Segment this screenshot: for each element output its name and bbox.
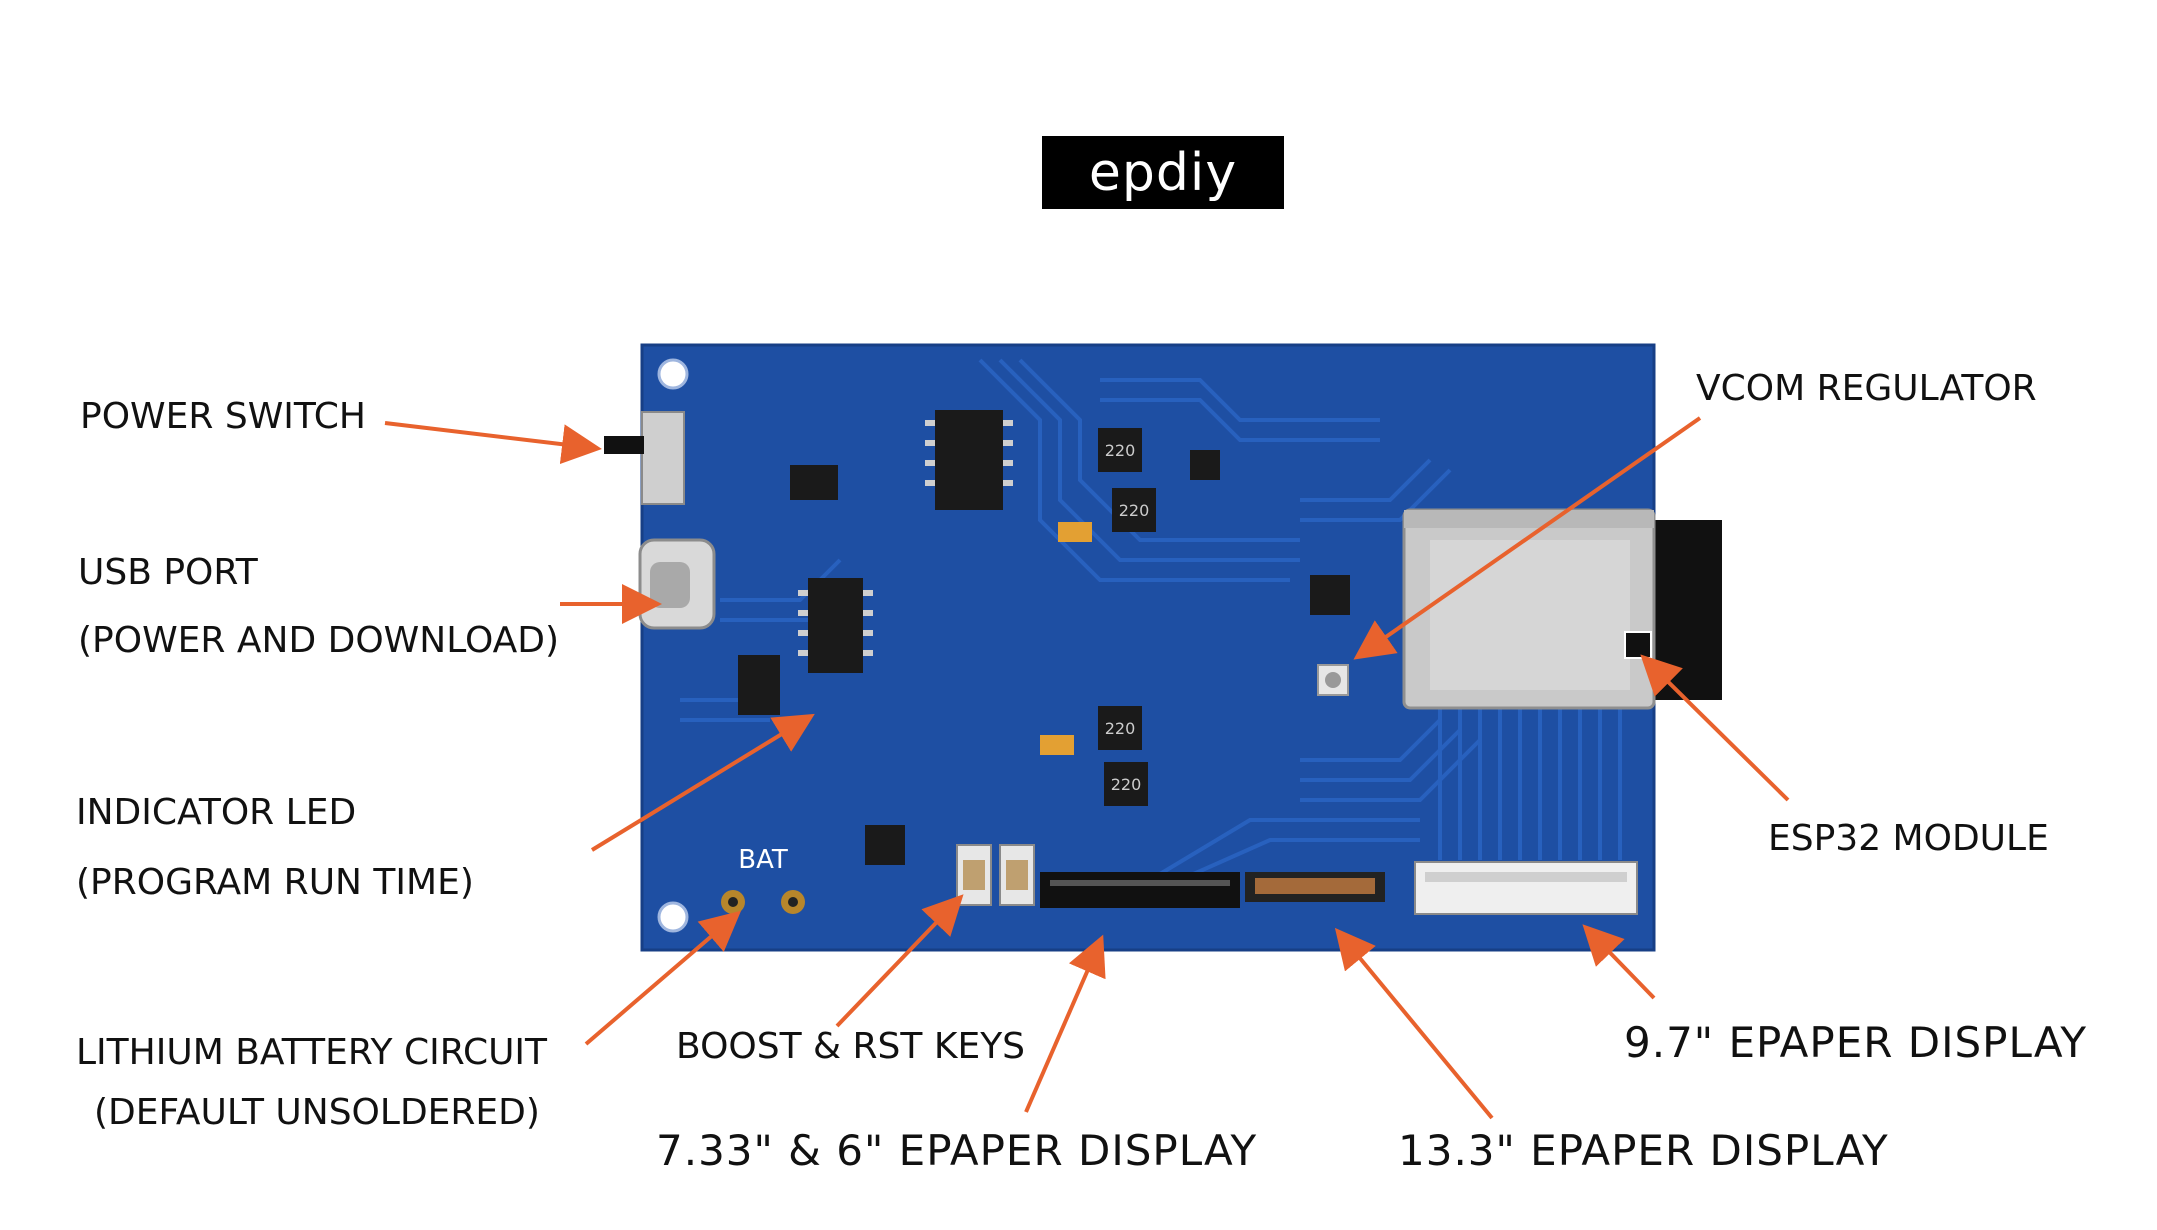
label-power-switch: POWER SWITCH [80, 396, 366, 437]
label-esp32: ESP32 MODULE [1768, 818, 2049, 859]
label-usb-port: USB PORT [78, 552, 258, 593]
ic-chips [738, 410, 1350, 865]
capacitors [1040, 522, 1092, 755]
arrow-battery [584, 910, 742, 1046]
arrow-display-97 [1582, 924, 1656, 1000]
fpc-connectors [1040, 861, 1638, 915]
arrow-esp32 [1640, 654, 1790, 802]
battery-pads: BAT [721, 845, 805, 914]
arrow-boost-rst [835, 894, 964, 1028]
vcom-potentiometer [1317, 664, 1349, 696]
usb-port [638, 538, 716, 630]
arrow-power-switch [384, 421, 602, 465]
label-indicator-led-sub: (PROGRAM RUN TIME) [76, 862, 474, 903]
title-text: epdiy [1088, 142, 1238, 203]
label-battery-sub: (DEFAULT UNSOLDERED) [94, 1092, 540, 1133]
esp32-module [1402, 508, 1722, 710]
label-indicator-led: INDICATOR LED [76, 792, 357, 833]
title-badge: epdiy [1042, 136, 1284, 209]
callout-arrows [384, 416, 1790, 1120]
pcb-traces [680, 358, 1622, 882]
power-switch [604, 411, 685, 505]
inductor-marking: 220 [1111, 775, 1142, 794]
inductor-marking: 220 [1105, 719, 1136, 738]
arrow-display-733 [1024, 934, 1106, 1113]
label-display-733-6: 7.33" & 6" EPAPER DISPLAY [656, 1126, 1258, 1175]
arrow-vcom [1353, 416, 1702, 660]
label-battery: LITHIUM BATTERY CIRCUIT [76, 1032, 548, 1073]
inductors: 220 220 220 220 [1098, 428, 1156, 806]
bat-silkscreen: BAT [738, 845, 788, 875]
label-display-133: 13.3" EPAPER DISPLAY [1398, 1126, 1889, 1175]
label-boost-rst: BOOST & RST KEYS [676, 1026, 1026, 1067]
arrow-display-133 [1334, 927, 1494, 1120]
label-vcom: VCOM REGULATOR [1696, 368, 2037, 409]
label-display-97: 9.7" EPAPER DISPLAY [1624, 1018, 2087, 1067]
mounting-holes [657, 358, 689, 933]
inductor-marking: 220 [1119, 501, 1150, 520]
inductor-marking: 220 [1105, 441, 1136, 460]
chip-pins [798, 420, 1013, 656]
arrow-indicator-led [590, 713, 815, 852]
label-usb-port-sub: (POWER AND DOWNLOAD) [78, 620, 560, 661]
